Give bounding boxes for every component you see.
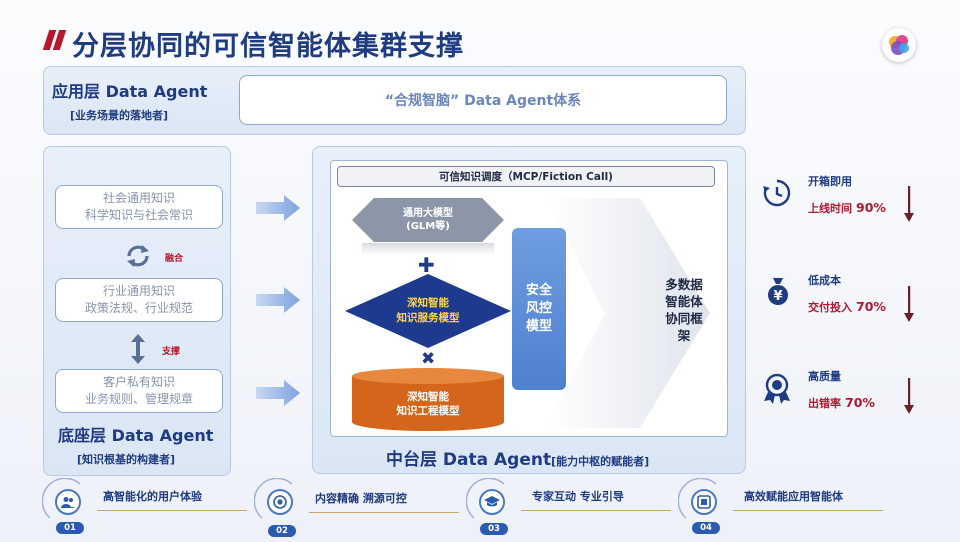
feature-number: 04	[692, 522, 720, 534]
feature-number: 02	[268, 525, 296, 537]
brand-logo	[882, 28, 916, 62]
feature-text: 高智能化的用户体验	[103, 490, 202, 503]
feature-number: 01	[56, 522, 84, 534]
scheduler-label: 可信知识调度（MCP/Fiction Call)	[439, 171, 613, 183]
fuse-label: 融合	[165, 254, 184, 264]
kpi-value: 70%	[845, 395, 875, 410]
diamond-line1: 深知智能	[407, 297, 449, 309]
knowledge-scheduler-bar: 可信知识调度（MCP/Fiction Call)	[337, 166, 715, 187]
kpi-title: 低成本	[808, 274, 841, 287]
target-icon	[267, 489, 293, 515]
kpi-metric: 交付投入	[808, 301, 852, 314]
knowledge-line1: 客户私有知识	[102, 375, 175, 389]
knowledge-box-private: 客户私有知识 业务规则、管理规章	[55, 369, 223, 413]
feature-underline	[521, 510, 671, 511]
down-arrow-icon	[904, 378, 914, 414]
security-line: 模型	[525, 319, 552, 334]
page-title: 分层协同的可信智能体集群支撑	[72, 31, 464, 62]
kpi-metric: 上线时间	[808, 202, 852, 215]
feature-arc	[678, 478, 717, 519]
middle-layer-title: 中台层 Data Agent[能力中枢的赋能者]	[386, 445, 649, 470]
knowledge-box-industry: 行业通用知识 政策法规、行业规范	[55, 278, 223, 322]
feature-arc	[42, 478, 81, 519]
multi-agent-framework-label: 多数据 智能体 协同框 架	[656, 276, 712, 344]
feature-text: 专家互动 专业引导	[532, 490, 624, 503]
kpi-value-row: 交付投入 70%	[808, 299, 886, 315]
quality-medal-icon	[764, 373, 790, 404]
kpi-title: 开箱即用	[808, 175, 852, 188]
feature-arc	[466, 478, 505, 519]
flow-arrow-1	[256, 195, 300, 221]
knowledge-line1: 行业通用知识	[102, 284, 175, 298]
knowledge-service-label: 深知智能 知识服务模型	[345, 289, 511, 333]
base-layer-title: 底座层 Data Agent	[58, 426, 214, 445]
cyl-line1: 深知智能	[407, 391, 449, 403]
clock-icon	[763, 179, 791, 207]
middle-title-main: 中台层 Data Agent	[386, 450, 552, 470]
knowledge-engineering-label: 深知智能 知识工程模型	[352, 384, 504, 424]
hexagon-reflection	[362, 243, 494, 255]
cube-icon	[691, 489, 717, 515]
security-line: 安全	[525, 283, 552, 298]
down-arrow-icon	[904, 186, 914, 222]
multi-agent-chevron-shape	[545, 198, 710, 428]
kpi-title: 高质量	[808, 370, 841, 383]
feature-underline	[733, 510, 883, 511]
flow-arrow-2	[256, 287, 300, 313]
knowledge-engineering-cylinder	[352, 368, 504, 431]
app-layer-title: 应用层 Data Agent	[52, 82, 208, 101]
flow-arrow-3	[256, 380, 300, 406]
hex-line2: (GLM等)	[406, 221, 450, 232]
feature-number: 03	[480, 523, 508, 535]
multi-line: 多数据	[665, 277, 703, 292]
diamond-line2: 知识服务模型	[396, 312, 460, 324]
general-model-label: 通用大模型 (GLM等)	[352, 201, 504, 239]
cyl-line2: 知识工程模型	[396, 405, 460, 417]
security-line: 风控	[525, 301, 552, 316]
knowledge-line1: 社会通用知识	[102, 191, 175, 205]
title-accent-bars	[42, 30, 67, 50]
security-risk-model: 安全 风控 模型	[512, 228, 566, 390]
users-icon	[55, 489, 81, 515]
svg-text:¥: ¥	[773, 289, 782, 304]
double-arrow-icon	[131, 334, 145, 364]
app-layer-system-label: “合规智脑” Data Agent体系	[384, 93, 582, 109]
hex-line1: 通用大模型	[403, 208, 453, 219]
knowledge-box-social: 社会通用知识 科学知识与社会常识	[55, 185, 223, 229]
kpi-metric: 出错率	[808, 397, 841, 410]
refresh-cycle-icon	[127, 245, 149, 267]
general-model-hexagon	[352, 198, 504, 242]
feature-arc	[254, 478, 293, 519]
support-label: 支撑	[162, 347, 181, 357]
app-layer-subtitle: [业务场景的落地者]	[70, 109, 169, 122]
feature-text: 内容精确 溯源可控	[315, 492, 407, 505]
feature-underline	[309, 512, 459, 513]
middle-title-sub: [能力中枢的赋能者]	[551, 455, 650, 468]
multi-line: 架	[677, 328, 691, 343]
plus-icon: ✚	[418, 253, 435, 277]
money-bag-icon: ¥	[768, 278, 788, 305]
multi-line: 协同框	[665, 311, 703, 326]
knowledge-line2: 业务规则、管理规章	[84, 392, 193, 406]
app-layer-system-box: “合规智脑” Data Agent体系	[239, 75, 727, 125]
knowledge-line2: 政策法规、行业规范	[84, 301, 193, 315]
feature-underline	[97, 510, 247, 511]
kpi-value: 70%	[856, 299, 886, 314]
down-arrow-icon	[904, 286, 914, 322]
feature-text: 高效赋能应用智能体	[744, 490, 843, 503]
base-layer-subtitle: [知识根基的构建者]	[77, 453, 176, 466]
graduation-cap-icon	[479, 489, 505, 515]
kpi-value: 90%	[856, 200, 886, 215]
kpi-value-row: 上线时间 90%	[808, 200, 886, 216]
knowledge-line2: 科学知识与社会常识	[84, 208, 193, 222]
times-icon: ✖	[421, 349, 436, 369]
kpi-value-row: 出错率 70%	[808, 395, 875, 411]
knowledge-service-diamond	[345, 274, 511, 348]
multi-line: 智能体	[665, 294, 703, 309]
